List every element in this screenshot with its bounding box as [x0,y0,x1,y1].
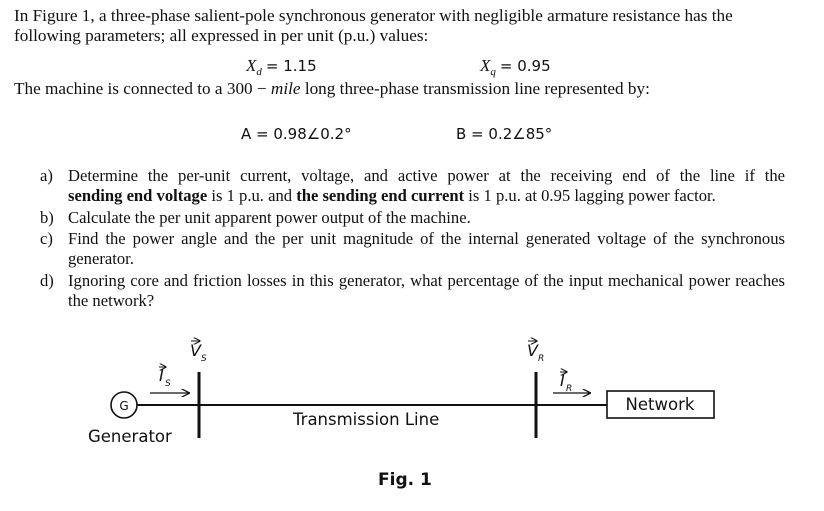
question-a: a) Determine the per-unit current, volta… [40,166,785,206]
xq-subscript: q [490,66,496,79]
xd-symbol: X [246,56,257,75]
vs-symbol: V [190,341,202,360]
abcd-B-parameter: B = 0.2∠85° [456,125,553,143]
abcd-A-parameter: A = 0.98∠0.2° [241,125,352,143]
network-label: Network [626,395,695,414]
generator-label: Generator [88,427,172,446]
question-a-end: is 1 p.u. at 0.95 lagging power factor. [464,186,716,205]
xq-symbol: X [480,56,491,75]
generator-symbol: G [119,399,128,413]
question-label: d) [40,271,54,290]
xq-value: = 0.95 [499,57,551,75]
network-box [606,390,715,419]
question-label: c) [40,229,53,248]
question-b: b) Calculate the per unit apparent power… [40,208,785,228]
xd-equation: Xd = 1.15 [246,56,317,78]
line3-pre: The machine is connected to a 300 − [14,79,271,98]
xd-value: = 1.15 [265,57,317,75]
intro-line-1: In Figure 1, a three-phase salient-pole … [14,6,733,25]
question-a-mid: is 1 p.u. and [207,186,297,205]
is-subscript: S [165,379,171,389]
transmission-line-label: Transmission Line [292,410,439,429]
line3-mile: mile [270,79,301,98]
xq-equation: Xq = 0.95 [480,56,551,78]
vs-subscript: S [201,354,207,364]
intro-line-3: The machine is connected to a 300 − mile… [14,79,650,99]
bold-sending-end-voltage: sending end voltage [68,186,208,205]
vr-symbol: V [527,341,539,360]
intro-line-2: following parameters; all expressed in p… [14,26,429,45]
problem-intro: In Figure 1, a three-phase salient-pole … [14,6,814,46]
question-d: d) Ignoring core and friction losses in … [40,271,785,311]
xd-subscript: d [256,66,262,79]
figure-caption: Fig. 1 [378,470,432,490]
question-b-text: Calculate the per unit apparent power ou… [68,208,471,227]
question-a-line-2: sending end voltage is 1 p.u. and the se… [68,186,785,206]
vr-subscript: R [538,354,544,364]
question-d-text: Ignoring core and friction losses in thi… [68,271,785,310]
ir-symbol: I [560,371,565,390]
question-c-text: Find the power angle and the per unit ma… [68,229,785,268]
bold-sending-end-current: the sending end current [296,186,465,205]
question-a-line-1: Determine the per-unit current, voltage,… [68,166,785,185]
question-label: a) [40,166,53,185]
ir-subscript: R [566,384,572,394]
is-symbol: I [159,366,164,385]
question-label: b) [40,208,54,227]
line3-post: long three-phase transmission line repre… [300,79,650,98]
question-c: c) Find the power angle and the per unit… [40,229,785,269]
